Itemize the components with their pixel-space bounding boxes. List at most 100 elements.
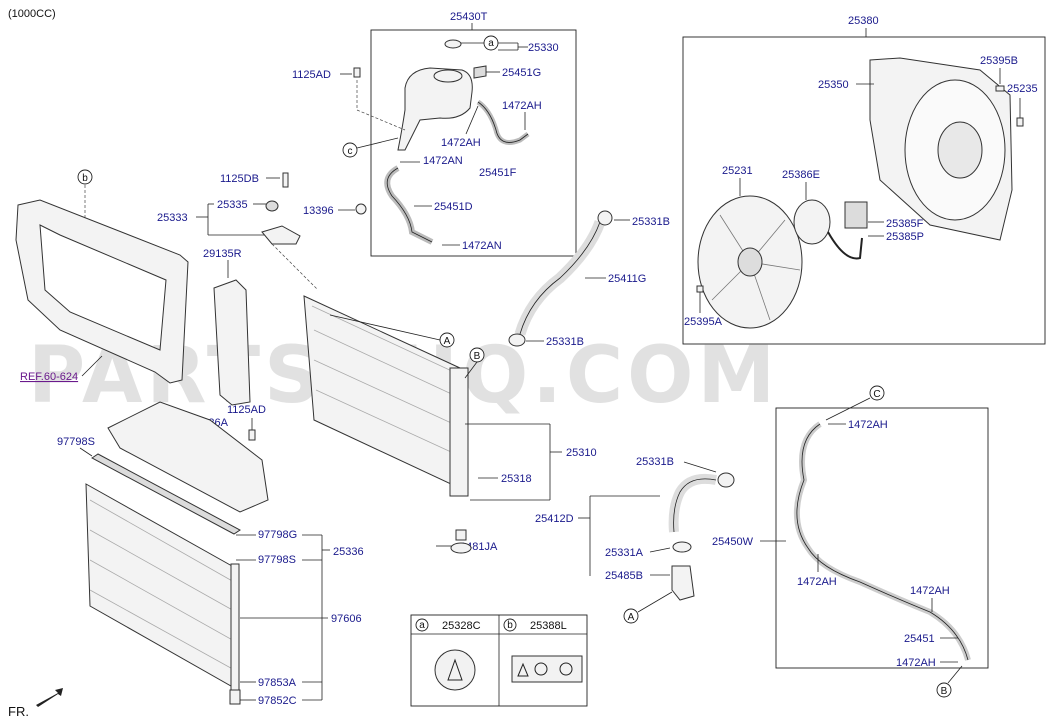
reservoir-cap[interactable] [433,69,463,83]
label-1125AD-mid-text[interactable]: 1125AD [227,404,266,416]
hose-group-box [775,407,989,669]
svg-text:a: a [419,620,425,631]
hose-25451F[interactable] [477,101,529,143]
label-25335[interactable]: 25335 [217,199,248,211]
label-1472AH-r4[interactable]: 1472AH [896,657,936,669]
label-25451[interactable]: 25451 [904,633,935,645]
label-25395A[interactable]: 25395A [684,316,723,328]
label-1472AH-r2[interactable]: 1472AH [797,576,837,588]
lower-hose-25412D[interactable] [673,478,717,533]
drier-cap[interactable] [229,689,241,705]
label-1472AH-1[interactable]: 1472AH [502,100,542,112]
drain-plug-seal[interactable] [450,542,472,554]
label-1472AN-2[interactable]: 1472AN [462,240,502,252]
callout-C-hose [869,385,885,401]
drain-plug[interactable] [455,529,467,541]
clamp-25331B-top[interactable] [597,210,613,226]
label-25350[interactable]: 25350 [818,79,849,91]
label-25451F[interactable]: 25451F [479,167,517,179]
label-1472AH-r1[interactable]: 1472AH [848,419,888,431]
label-25380[interactable]: 25380 [848,15,879,27]
label-25412D[interactable]: 25412D [535,513,574,525]
legend-a-code[interactable]: 25328C [442,620,481,632]
reservoir-tank[interactable] [397,67,473,151]
fan-motor-25386E[interactable] [793,199,831,245]
svg-text:c: c [348,146,353,157]
label-97606[interactable]: 97606 [331,613,362,625]
label-1472AH-r3[interactable]: 1472AH [910,585,950,597]
svg-text:A: A [628,612,635,623]
label-25385P[interactable]: 25385P [886,231,924,243]
label-97798S-low[interactable]: 97798S [258,554,296,566]
label-25310[interactable]: 25310 [566,447,597,459]
label-25318[interactable]: 25318 [501,473,532,485]
label-97853A[interactable]: 97853A [258,677,297,689]
clamp-25331B-low[interactable] [717,472,735,488]
front-label: FR. [8,704,29,719]
label-25430T[interactable]: 25430T [450,11,488,23]
screw-25395A[interactable] [696,285,704,293]
label-97798G[interactable]: 97798G [258,529,297,541]
screw-25395B[interactable] [995,85,1005,92]
legend-callout-a [415,618,429,632]
radiator-tank[interactable] [449,367,469,497]
hose-25450W[interactable] [796,423,969,661]
label-25330[interactable]: 25330 [528,42,559,54]
hose-25451G[interactable] [473,65,487,79]
label-29135R[interactable]: 29135R [203,248,242,260]
radiator-core[interactable] [303,295,469,493]
label-1472AN-1[interactable]: 1472AN [423,155,463,167]
fitting-25485B[interactable] [671,565,695,601]
resistor-25385F[interactable] [844,201,868,229]
reference-label[interactable]: REF.60-624 [20,371,78,383]
label-25333[interactable]: 25333 [157,212,188,224]
label-25485B[interactable]: 25485B [605,570,643,582]
label-25411G[interactable]: 25411G [608,273,646,285]
label-25235[interactable]: 25235 [1007,83,1038,95]
label-1125AD-top[interactable]: 1125AD [292,69,331,81]
label-25331B-top[interactable]: 25331B [632,216,670,228]
air-guard-29135R[interactable] [213,279,251,406]
hose-25451D[interactable] [386,167,433,243]
bolt-1125AD-top[interactable] [353,67,361,78]
label-1125DB[interactable]: 1125DB [220,173,259,185]
seal-97798S[interactable] [91,453,241,535]
legend-b-code[interactable]: 25388L [530,620,567,632]
clamp-25331A[interactable] [672,541,692,553]
label-25336[interactable]: 25336 [333,546,364,558]
label-97798S-top[interactable]: 97798S [57,436,95,448]
label-25386E[interactable]: 25386E [782,169,820,181]
radiator-support-frame[interactable] [15,199,189,384]
upper-hose-25411G[interactable] [519,221,601,335]
label-13396[interactable]: 13396 [303,205,334,217]
label-1472AH-2[interactable]: 1472AH [441,137,481,149]
label-25385F[interactable]: 25385F [886,218,924,230]
bracket-25333[interactable] [261,225,301,245]
bolt-25235[interactable] [1016,117,1024,127]
svg-text:B: B [474,351,481,362]
label-25331B-mid[interactable]: 25331B [546,336,584,348]
air-guard-29136A[interactable] [107,401,269,513]
label-25395B[interactable]: 25395B [980,55,1018,67]
label-25450W[interactable]: 25450W [712,536,754,548]
label-25331B-low[interactable]: 25331B [636,456,674,468]
bracket-mount-25335[interactable] [265,200,279,212]
reservoir-group-box [370,29,577,257]
clamp-25331B-mid[interactable] [508,333,526,347]
bolt-1125DB[interactable] [282,172,289,188]
shroud-hub [937,121,983,179]
label-25451G[interactable]: 25451G [502,67,541,79]
fan-blade-hub [737,247,763,277]
label-25231[interactable]: 25231 [722,165,753,177]
label-25331A[interactable]: 25331A [605,547,644,559]
condenser-receiver-dryer[interactable] [230,563,240,693]
bolt-1125AD-mid[interactable] [248,429,256,441]
svg-text:b: b [82,173,88,184]
label-97852C[interactable]: 97852C [258,695,297,707]
cap-seal-ring[interactable] [444,39,462,49]
callout-A-fitting [623,608,639,624]
label-25451D[interactable]: 25451D [434,201,473,213]
svg-text:A: A [444,336,451,347]
nut-13396[interactable] [355,203,367,215]
